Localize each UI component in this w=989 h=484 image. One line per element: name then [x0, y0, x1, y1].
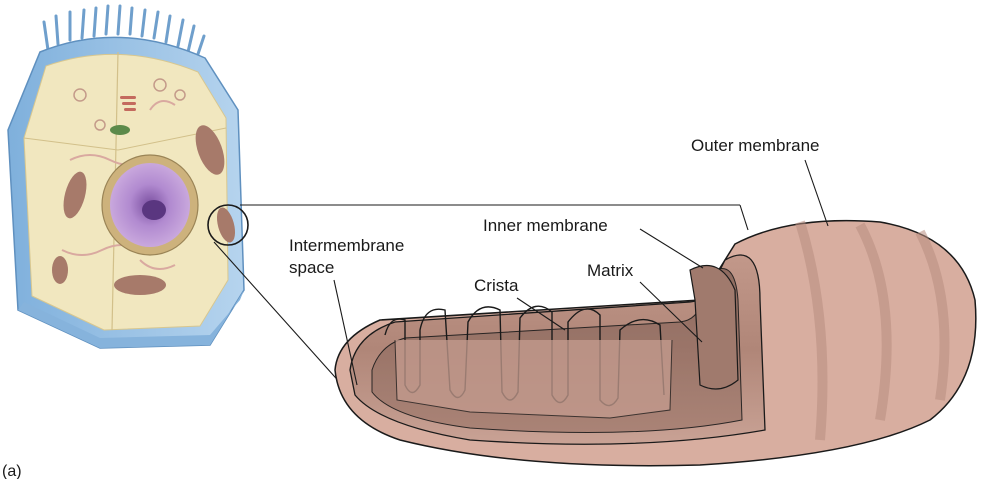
eukaryotic-cell [8, 6, 248, 348]
label-matrix: Matrix [587, 261, 634, 280]
label-inner-membrane: Inner membrane [483, 216, 608, 235]
mitochondrion [335, 221, 976, 466]
label-intermembrane-line2: space [289, 258, 334, 277]
panel-label: (a) [2, 463, 22, 479]
label-intermembrane-line1: Intermembrane [289, 236, 404, 255]
label-crista: Crista [474, 276, 519, 295]
label-outer-membrane: Outer membrane [691, 136, 820, 155]
